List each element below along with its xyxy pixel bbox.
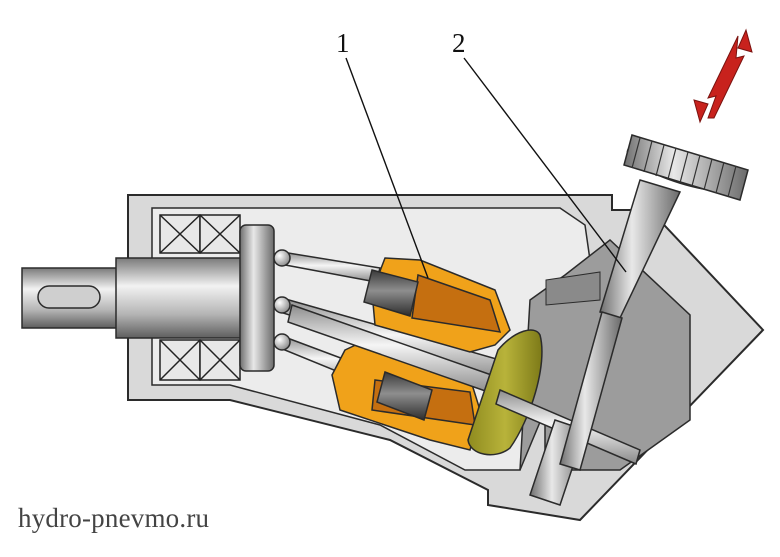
control-mechanism bbox=[495, 134, 749, 506]
lower-piston bbox=[376, 371, 433, 421]
shaft-flange bbox=[239, 224, 275, 372]
adjusting-screw-rod bbox=[559, 311, 623, 471]
callout-label-1: 1 bbox=[336, 28, 350, 58]
leader-line-1 bbox=[345, 57, 429, 279]
cylinder-block-upper-bore bbox=[411, 273, 502, 333]
shaft-keyway bbox=[37, 285, 101, 309]
drive-shaft bbox=[21, 224, 275, 372]
upper-bearing bbox=[159, 214, 241, 254]
leader-line-2 bbox=[463, 57, 627, 273]
callout-leaders bbox=[345, 57, 627, 279]
shaft-bearings bbox=[159, 214, 241, 381]
upper-piston bbox=[363, 269, 419, 317]
cylinder-block bbox=[331, 257, 511, 451]
lower-bearing bbox=[159, 339, 241, 381]
control-housing-recess bbox=[545, 271, 601, 306]
adjusting-knob bbox=[623, 134, 749, 201]
adjustment-direction-arrow-icon bbox=[693, 28, 753, 124]
callout-label-2: 2 bbox=[452, 28, 466, 58]
shaft-body bbox=[115, 257, 249, 339]
site-watermark: hydro-pnevmo.ru bbox=[18, 503, 210, 533]
